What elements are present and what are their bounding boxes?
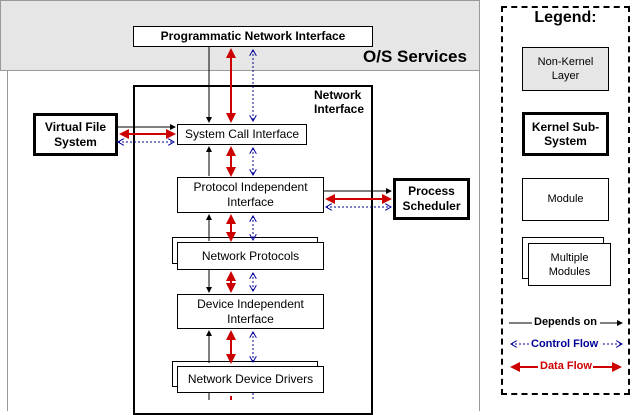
network-device-drivers-label: Network Device Drivers xyxy=(187,372,314,386)
network-protocols: Network Protocols xyxy=(177,242,324,270)
system-call-interface-label: System Call Interface xyxy=(184,127,300,141)
legend-depends-on-label: Depends on xyxy=(534,316,597,328)
legend-non-kernel-line1: Non-Kernel xyxy=(537,56,594,68)
network-interface-title-line2: Interface xyxy=(314,102,365,116)
os-services-label: O/S Services xyxy=(363,47,467,66)
device-independent-interface: Device Independent Interface xyxy=(177,294,324,329)
legend-kernel-subsystem-line1: Kernel Sub- xyxy=(531,120,600,134)
legend-module: Module xyxy=(522,178,609,221)
virtual-file-system-line2: System xyxy=(54,134,97,149)
legend-title: Legend: xyxy=(534,9,597,26)
network-interface-title-line1: Network xyxy=(314,88,362,102)
process-scheduler-line1: Process xyxy=(408,184,455,198)
kernel-region xyxy=(7,71,480,411)
legend-data-flow-label: Data Flow xyxy=(540,360,592,372)
legend-non-kernel-layer: Non-Kernel Layer xyxy=(522,47,609,91)
legend-module-label: Module xyxy=(547,193,584,205)
process-scheduler-line2: Scheduler xyxy=(402,199,461,213)
protocol-independent-interface: Protocol Independent Interface xyxy=(177,177,324,213)
device-independent-interface-line1: Device Independent xyxy=(197,296,304,311)
device-independent-interface-line2: Interface xyxy=(227,311,274,326)
process-scheduler: Process Scheduler xyxy=(393,178,470,220)
network-device-drivers: Network Device Drivers xyxy=(177,366,324,393)
legend-multiple-modules-line1: Multiple xyxy=(550,251,589,264)
legend-kernel-subsystem-line2: System xyxy=(544,134,587,148)
virtual-file-system-line1: Virtual File xyxy=(44,119,107,134)
programmatic-network-interface: Programmatic Network Interface xyxy=(133,26,373,47)
legend-control-flow-label: Control Flow xyxy=(531,338,599,350)
network-protocols-label: Network Protocols xyxy=(201,248,300,263)
legend-multiple-modules: Multiple Modules xyxy=(528,243,611,286)
legend-non-kernel-line2: Layer xyxy=(551,70,580,82)
system-call-interface: System Call Interface xyxy=(177,124,307,145)
programmatic-network-interface-label: Programmatic Network Interface xyxy=(160,29,346,43)
legend-kernel-subsystem: Kernel Sub- System xyxy=(522,112,609,156)
virtual-file-system: Virtual File System xyxy=(33,113,118,156)
protocol-independent-interface-line2: Interface xyxy=(227,195,274,209)
protocol-independent-interface-line1: Protocol Independent xyxy=(193,180,308,194)
legend-panel xyxy=(501,6,630,395)
legend-multiple-modules-line2: Modules xyxy=(548,265,591,278)
